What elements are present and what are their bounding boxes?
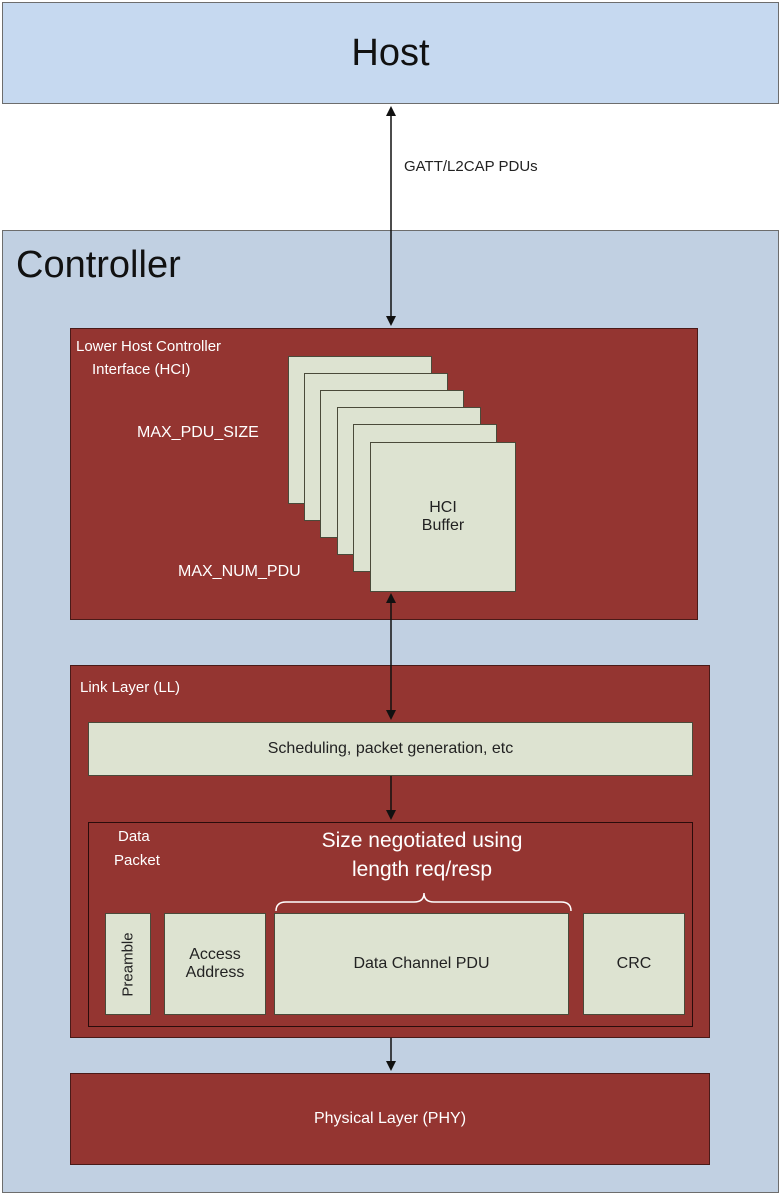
hci-title-line2: Interface (HCI) (92, 361, 191, 378)
phy-block: Physical Layer (PHY) (70, 1073, 710, 1165)
hci-title-line1: Lower Host Controller (76, 338, 222, 355)
hci-buffer-line2: Buffer (421, 517, 465, 534)
host-block: Host (2, 2, 779, 104)
size-negotiated-line1: Size negotiated using (321, 829, 523, 852)
data-packet-line2: Packet (114, 852, 160, 869)
data-channel-pdu-field: Data Channel PDU (274, 913, 569, 1015)
data-packet-line1: Data (118, 828, 150, 845)
preamble-field: Preamble (105, 913, 151, 1015)
size-negotiated-line2: length req/resp (351, 858, 493, 881)
access-label-line2: Address (185, 964, 245, 981)
data-packet-block (88, 822, 693, 1027)
data-channel-pdu-label: Data Channel PDU (353, 955, 490, 972)
max-pdu-size-label: MAX_PDU_SIZE (137, 424, 259, 441)
gatt-l2cap-label: GATT/L2CAP PDUs (404, 158, 538, 175)
crc-label: CRC (616, 955, 652, 972)
link-layer-title: Link Layer (LL) (80, 679, 181, 696)
pdu-brace (275, 892, 572, 912)
host-title: Host (351, 31, 430, 74)
hci-buffer-line1: HCI (429, 499, 457, 516)
phy-title: Physical Layer (PHY) (313, 1110, 467, 1127)
scheduling-box: Scheduling, packet generation, etc (88, 722, 693, 776)
access-label-line1: Access (189, 946, 241, 963)
crc-field: CRC (583, 913, 685, 1015)
size-negotiated-note: Size negotiated using length req/resp (273, 826, 571, 884)
max-num-pdu-label: MAX_NUM_PDU (178, 563, 301, 580)
access-address-field: Access Address (164, 913, 266, 1015)
hci-buffer-front: HCI Buffer (370, 442, 516, 592)
controller-title: Controller (16, 244, 181, 286)
scheduling-label: Scheduling, packet generation, etc (267, 740, 514, 757)
